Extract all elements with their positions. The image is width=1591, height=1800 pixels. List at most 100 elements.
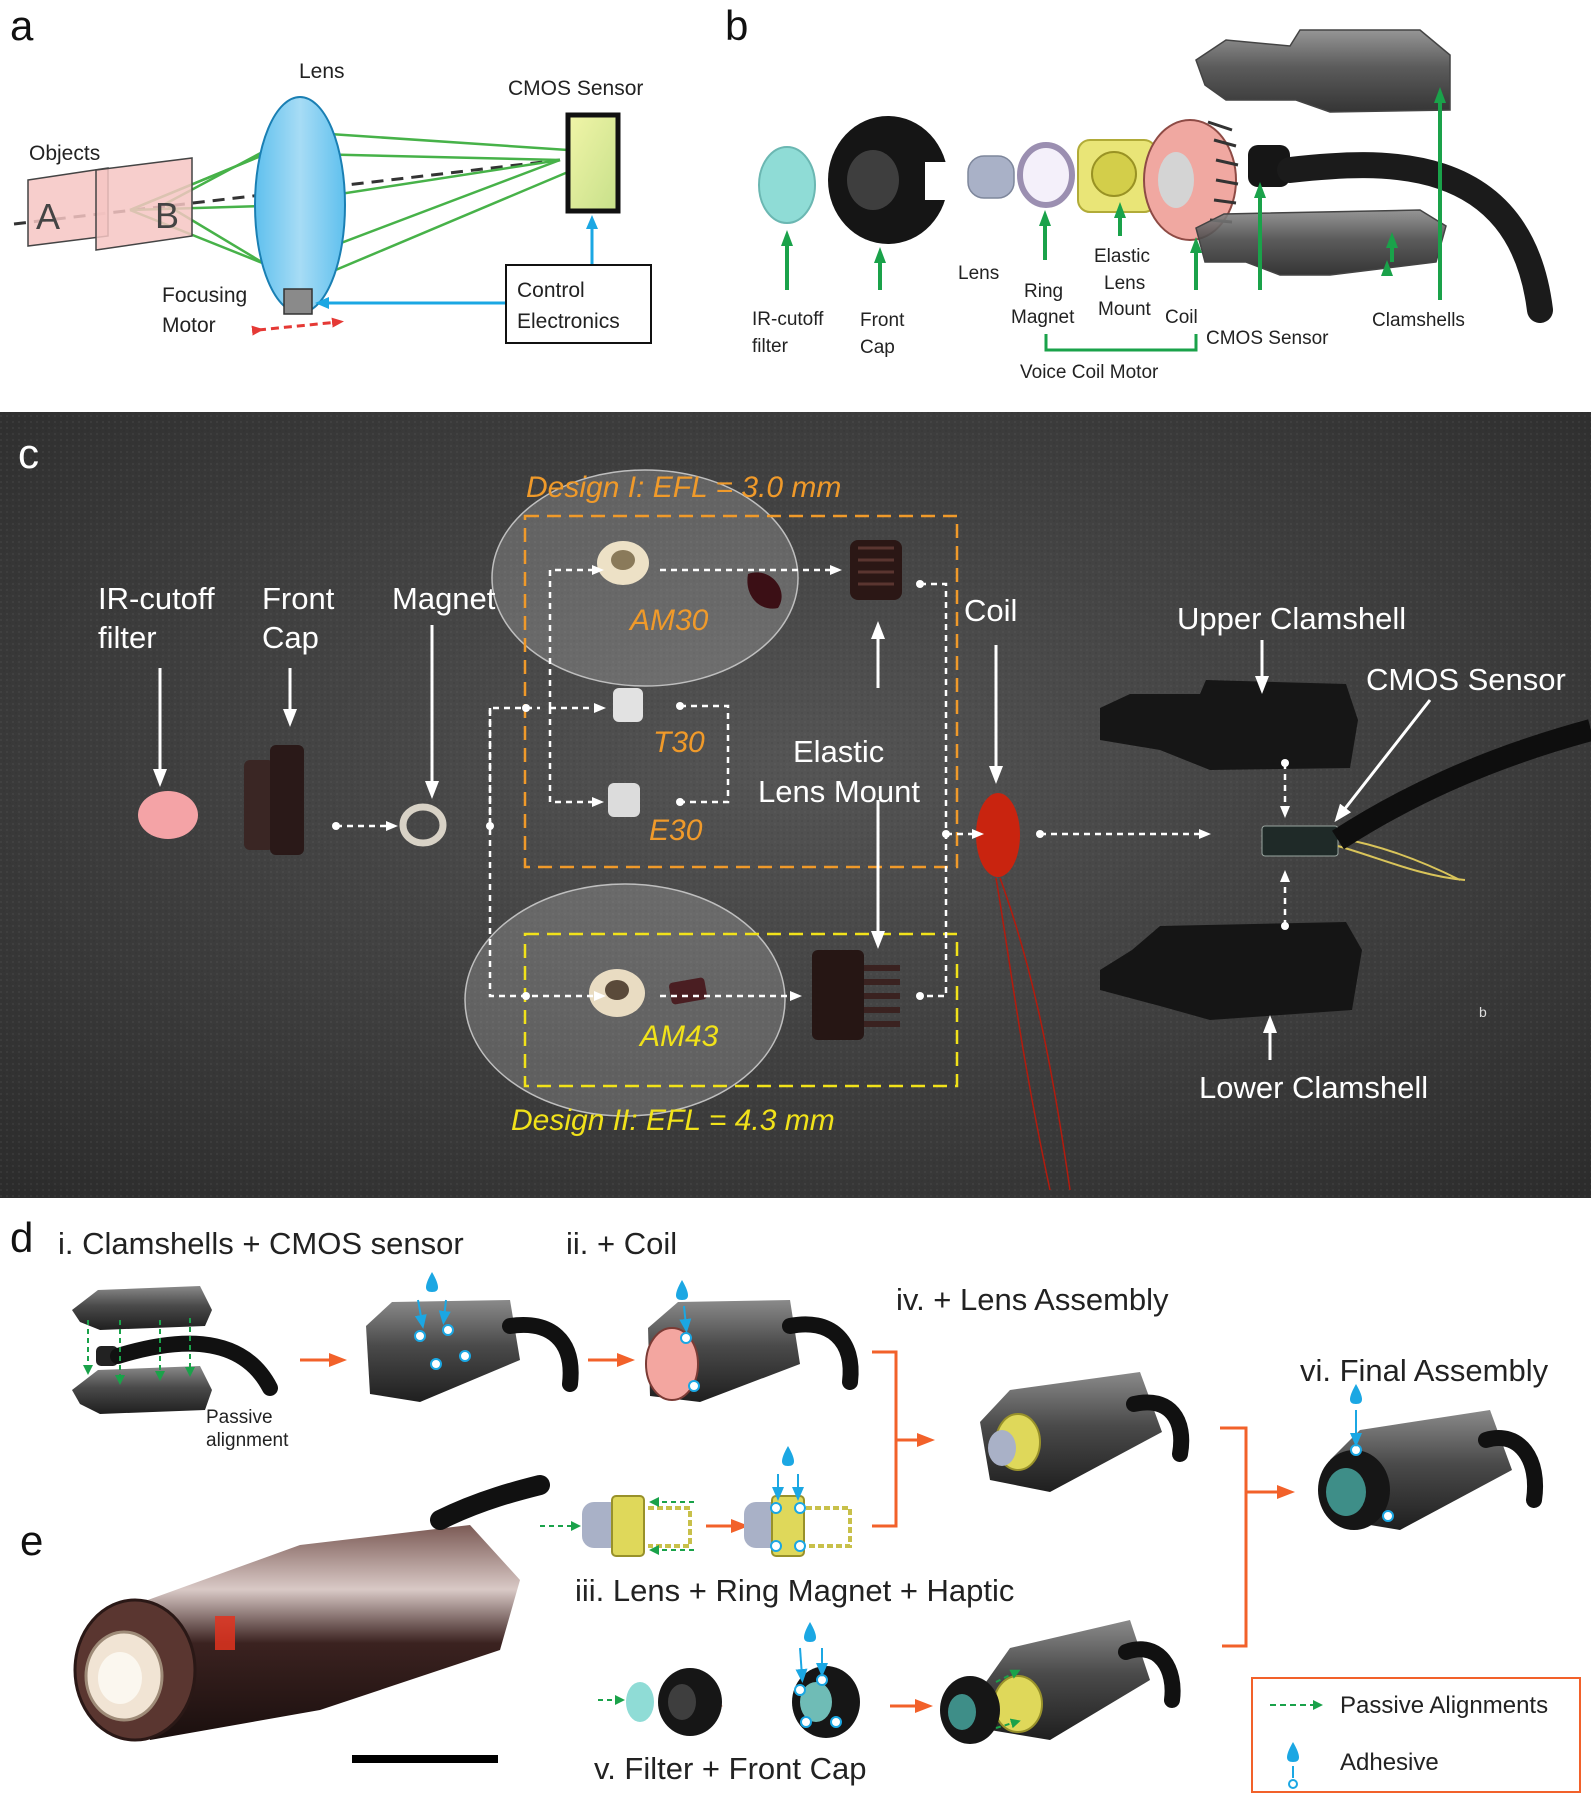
step-1-title: i. Clamshells + CMOS sensor xyxy=(58,1226,464,1261)
vcm-bracket xyxy=(1044,334,1198,352)
b-elastic-line1: Elastic xyxy=(1094,246,1150,267)
object-a: A xyxy=(27,167,109,247)
photo-front-cap xyxy=(244,745,304,855)
panel-c: c Design I: EFL = 3.0 mm Design II: EFL … xyxy=(0,412,1591,1198)
c-ir-line2: filter xyxy=(98,620,157,655)
step-3-result xyxy=(744,1446,852,1557)
focusing-motor xyxy=(283,288,313,315)
lens-label: Lens xyxy=(299,60,345,83)
b-vcm-label: Voice Coil Motor xyxy=(1020,362,1159,383)
cmos-sensor-box xyxy=(565,112,621,214)
control-electronics-line2: Electronics xyxy=(517,310,620,333)
panel-a: a A B Objects Lens Focusing Motor xyxy=(10,2,652,344)
c-e30-label: E30 xyxy=(649,814,703,847)
design1-label: Design I: EFL = 3.0 mm xyxy=(526,471,841,504)
scale-bar xyxy=(352,1755,498,1763)
b-ring-line1: Ring xyxy=(1024,281,1063,302)
c-ir-line1: IR-cutoff xyxy=(98,581,215,616)
ray-bundle xyxy=(129,130,569,287)
coil-part xyxy=(1143,119,1239,241)
motor-motion-arrow xyxy=(251,317,344,336)
b-lens-label: Lens xyxy=(958,263,999,284)
step-5-assembly xyxy=(940,1620,1181,1744)
b-front-line1: Front xyxy=(860,310,905,331)
passive-alignment-line1: Passive xyxy=(206,1407,273,1428)
passive-alignment-line2: alignment xyxy=(206,1430,289,1451)
lens-element xyxy=(254,96,346,314)
c-magnet-label: Magnet xyxy=(392,581,496,616)
panel-e: e xyxy=(20,1475,550,1763)
c-elastic-line1: Elastic xyxy=(793,734,884,769)
design1-box xyxy=(523,514,959,869)
step-6-result xyxy=(1318,1384,1543,1530)
step-1-illustration xyxy=(72,1286,278,1414)
c-coil-label: Coil xyxy=(964,593,1017,628)
c-t30-label: T30 xyxy=(653,726,705,759)
b-cmos-label: CMOS Sensor xyxy=(1206,328,1329,349)
c-elastic-line2: Lens Mount xyxy=(758,774,920,809)
ring-magnet-part xyxy=(1017,142,1075,208)
step-3-title: iii. Lens + Ring Magnet + Haptic xyxy=(575,1573,1014,1608)
step-4-result xyxy=(980,1372,1190,1492)
photo-am43-lens xyxy=(589,969,708,1017)
photo-flow-dots xyxy=(332,580,1289,1000)
c-am43-label: AM43 xyxy=(638,1020,719,1053)
lower-clamshell-part xyxy=(1195,209,1447,276)
photo-elastic-mount-1 xyxy=(850,540,902,600)
step-4-title: iv. + Lens Assembly xyxy=(896,1282,1169,1317)
b-ir-line1: IR-cutoff xyxy=(752,309,824,330)
petri-disc-design1 xyxy=(491,469,799,687)
photo-cmos-board xyxy=(1261,719,1591,881)
step-3-illustration xyxy=(540,1495,694,1557)
step-5-illustration xyxy=(598,1668,722,1736)
legend-passive-label: Passive Alignments xyxy=(1340,1692,1548,1719)
photo-ir-filter xyxy=(138,791,198,839)
design2-box xyxy=(523,932,959,1088)
c-am30-label: AM30 xyxy=(628,604,709,637)
step-6-title: vi. Final Assembly xyxy=(1300,1353,1549,1388)
objects-label: Objects xyxy=(29,142,100,165)
photo-dark-sliver xyxy=(747,572,782,609)
lens-part xyxy=(967,155,1015,199)
step-2-title: ii. + Coil xyxy=(566,1226,677,1261)
cmos-sensor-label: CMOS Sensor xyxy=(508,77,643,100)
object-a-label: A xyxy=(36,196,60,237)
legend-box: Passive Alignments Adhesive xyxy=(1251,1677,1581,1793)
c-front-line2: Cap xyxy=(262,620,319,655)
c-upper-label: Upper Clamshell xyxy=(1177,601,1406,636)
b-elastic-line3: Mount xyxy=(1098,299,1152,320)
panel-e-letter: e xyxy=(20,1517,43,1564)
photo-elastic-mount-2 xyxy=(812,950,900,1040)
step-1-result xyxy=(366,1272,579,1402)
step-5-title: v. Filter + Front Cap xyxy=(594,1751,866,1786)
c-cmos-label: CMOS Sensor xyxy=(1366,662,1566,697)
panel-b-letter: b xyxy=(725,2,748,49)
photo-coil xyxy=(976,793,1071,1191)
assembled-camera-photo xyxy=(73,1475,550,1742)
photo-e30-lens xyxy=(608,783,640,817)
c-front-line1: Front xyxy=(262,581,335,616)
focusing-motor-line1: Focusing xyxy=(162,284,247,307)
photo-lower-clamshell xyxy=(1100,922,1362,1020)
photo-am30-lens xyxy=(597,541,649,585)
step-2-result xyxy=(645,1280,859,1402)
legend-adhesive-symbol xyxy=(1287,1742,1299,1789)
panel-c-letter: c xyxy=(18,430,39,477)
photo-pointer-arrows xyxy=(153,621,1432,1060)
b-clamshells-label: Clamshells xyxy=(1372,310,1465,331)
upper-clamshell-part xyxy=(1195,29,1451,113)
b-ring-line2: Magnet xyxy=(1011,307,1075,328)
front-cap-part xyxy=(828,116,955,244)
object-b: B xyxy=(95,157,193,251)
b-coil-label: Coil xyxy=(1165,307,1198,328)
focusing-motor-line2: Motor xyxy=(162,314,216,337)
b-front-line2: Cap xyxy=(860,337,895,358)
control-electronics-line1: Control xyxy=(517,279,585,302)
photo-t30-lens xyxy=(613,688,643,722)
elastic-mount-part xyxy=(1077,139,1157,213)
panel-d: d i. Clamshells + CMOS sensor ii. + Coil… xyxy=(10,1214,1581,1793)
design2-label: Design II: EFL = 4.3 mm xyxy=(511,1104,835,1137)
ir-filter-disc xyxy=(758,146,816,224)
c-tiny-mark: b xyxy=(1479,1004,1487,1020)
